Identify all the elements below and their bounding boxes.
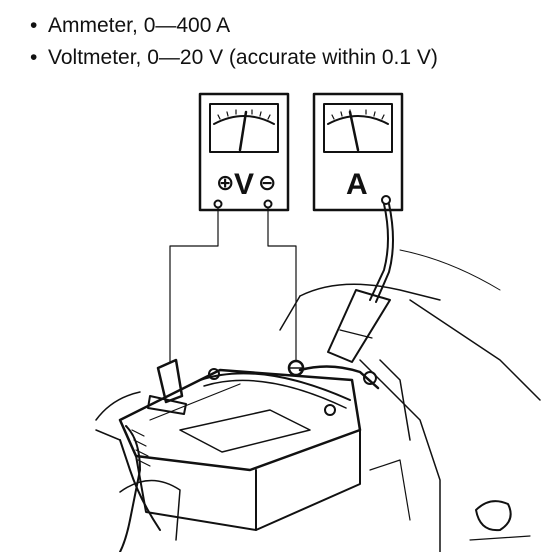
voltmeter-leads: [169, 207, 297, 363]
list-item: • Ammeter, 0—400 A: [30, 10, 438, 42]
bullet-icon: •: [30, 46, 38, 69]
ammeter-terminal: [381, 195, 391, 205]
voltmeter-needle: [238, 110, 248, 152]
ammeter-dial: [323, 103, 393, 153]
inductive-clamp: [327, 289, 391, 363]
positive-cable-clamp: [156, 358, 184, 404]
ammeter-label: A: [346, 168, 368, 201]
engine-bay: [95, 249, 541, 552]
battery: [118, 358, 380, 531]
voltmeter-label: V: [234, 168, 254, 201]
ammeter-scale: [327, 115, 389, 125]
requirements-list: • Ammeter, 0—400 A • Voltmeter, 0—20 V (ac…: [30, 10, 438, 74]
voltmeter-spec: Voltmeter, 0—20 V (accurate within 0.1 V…: [48, 46, 438, 69]
bullet-icon: •: [30, 14, 38, 37]
ammeter-needle: [348, 110, 360, 152]
negative-cable: [298, 365, 380, 390]
voltmeter-minus-icon: ⊖: [258, 170, 276, 195]
list-item: • Voltmeter, 0—20 V (accurate within 0.1 …: [30, 42, 438, 74]
voltmeter-negative-terminal: [263, 199, 273, 209]
voltmeter-positive-terminal: [213, 199, 223, 209]
ammeter-spec: Ammeter, 0—400 A: [48, 14, 231, 37]
battery-label-area: [179, 409, 311, 453]
voltmeter-plus-icon: ⊕: [216, 170, 234, 195]
voltmeter-scale: [213, 115, 275, 125]
ammeter-clamp-lead: [327, 203, 394, 363]
hold-down-bar: [199, 372, 351, 401]
voltmeter: ⊕ V ⊖: [198, 92, 290, 212]
voltmeter-dial: [209, 103, 279, 153]
ammeter: A: [312, 92, 404, 212]
